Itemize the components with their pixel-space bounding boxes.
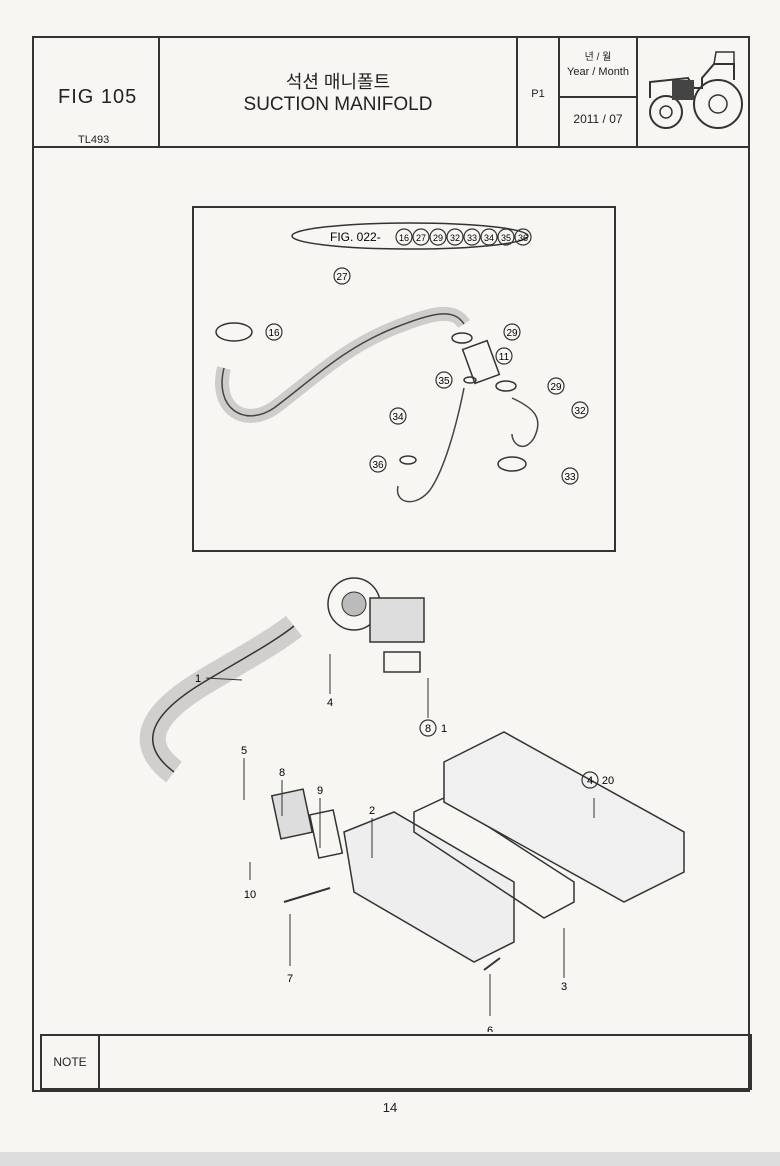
tractor-icon	[642, 42, 746, 142]
reference-number: 32	[450, 233, 460, 243]
reference-number: 33	[467, 233, 477, 243]
date-divider	[560, 96, 636, 98]
diagram-callout: 4	[327, 697, 333, 709]
inset-callout: 29	[506, 328, 518, 339]
diagram-callout: 1	[195, 673, 201, 685]
fig-number: FIG 105	[58, 86, 138, 108]
title-english: SUCTION MANIFOLD	[243, 94, 433, 115]
reference-number: 34	[484, 233, 494, 243]
diagram-callout: 3	[561, 981, 567, 993]
inset-callout: 11	[499, 352, 510, 363]
reference-number: 35	[501, 233, 511, 243]
diagram-callout: 10	[244, 889, 256, 901]
reference-number: 36	[518, 233, 528, 243]
inset-callout: 34	[392, 412, 404, 423]
reference-text: FIG. 022-	[330, 230, 381, 244]
page-frame: FIG 105 TL493 석션 매니폴트 SUCTION MANIFOLD P…	[32, 36, 752, 1092]
inset-box: FIG. 022- 16 27 29 32 33 34 35 36 27 16 29 11 35 29 3…	[192, 206, 616, 552]
reference-number: 29	[433, 233, 443, 243]
inset-callout: 29	[550, 382, 562, 393]
reference-numbers: 16 27 29 32 33 34 35 36	[395, 228, 532, 246]
diagram-callout: 4	[587, 775, 593, 787]
note-label: NOTE	[42, 1036, 100, 1088]
diagram-callout: 6	[487, 1025, 493, 1032]
inset-callout: 35	[438, 376, 450, 387]
page-number: 14	[382, 1100, 398, 1115]
title-korean: 석션 매니폴트	[285, 72, 391, 92]
inset-callout: 33	[564, 472, 576, 483]
date-value: 2011 / 07	[573, 112, 623, 126]
inset-callout: 36	[372, 460, 384, 471]
page-code-cell: P1	[518, 38, 560, 146]
model-code: TL493	[78, 134, 110, 146]
inset-callout: 32	[574, 406, 586, 417]
fig-cell: FIG 105 TL493	[34, 38, 160, 146]
diagram-callout: 5	[241, 745, 247, 757]
diagram-callout: 20	[602, 775, 614, 787]
diagram-callout: 9	[317, 785, 323, 797]
year-month-english: Year / Month	[567, 66, 629, 78]
note-box: NOTE	[40, 1034, 752, 1090]
inset-callout: 27	[336, 272, 348, 283]
page-code: P1	[531, 88, 545, 100]
year-month-korean: 년 / 월	[584, 52, 612, 63]
reference-number: 27	[416, 233, 426, 243]
reference-number: 16	[399, 233, 409, 243]
reference-oval	[291, 222, 529, 250]
date-cell: 년 / 월 Year / Month 2011 / 07	[560, 38, 638, 146]
inset-callouts: 27 16 29 11 35 29 34 32 36 33	[265, 267, 589, 485]
diagram-callout: 8	[425, 723, 431, 735]
diagram-callout: 2	[369, 805, 375, 817]
inset-callout: 16	[268, 328, 280, 339]
diagram-callout: 1	[441, 723, 447, 735]
scan-edge	[0, 1152, 780, 1166]
header-block: FIG 105 TL493 석션 매니폴트 SUCTION MANIFOLD P…	[34, 38, 748, 148]
title-cell: 석션 매니폴트 SUCTION MANIFOLD	[160, 38, 518, 146]
diagram-callout: 7	[287, 973, 293, 985]
diagram-callout: 8	[279, 767, 285, 779]
